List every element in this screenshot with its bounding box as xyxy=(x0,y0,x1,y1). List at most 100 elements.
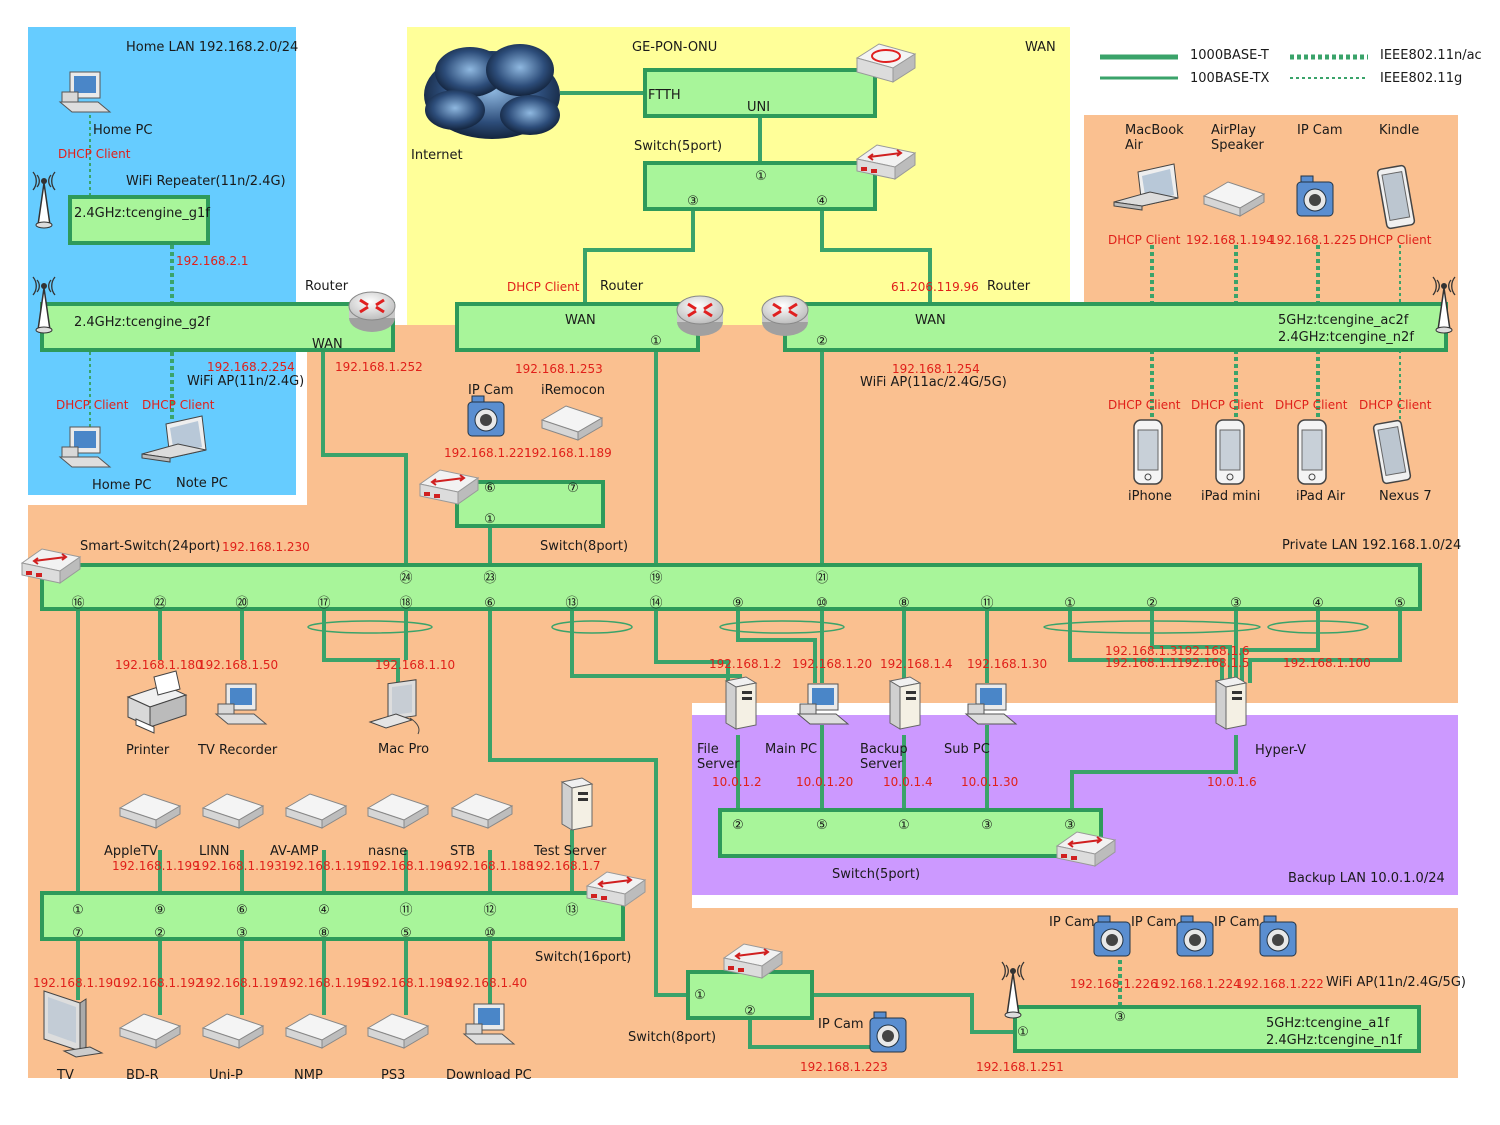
switch8-top-port-6: ⑥ xyxy=(484,481,496,496)
macbook-air-icon xyxy=(1113,163,1179,211)
legend-fast: 100BASE-TX xyxy=(1190,71,1270,86)
s16-port-top-1: ① xyxy=(72,903,84,918)
router-left-wan: WAN xyxy=(565,313,596,328)
stb-ip: 192.168.1.188 xyxy=(446,859,534,873)
ipad-mini-label: iPad mini xyxy=(1201,489,1261,504)
home-pc-bottom-dhcp: DHCP Client xyxy=(56,398,129,412)
home-repeater-antenna-icon xyxy=(32,171,56,229)
switch-8port-bottom-icon xyxy=(723,943,783,979)
smart-port-9: ⑨ xyxy=(732,596,744,611)
s16-port-bottom-8: ⑧ xyxy=(318,926,330,941)
backup-port-5: ⑤ xyxy=(816,818,828,833)
bdr-label: BD-R xyxy=(126,1068,159,1083)
ps3-icon xyxy=(367,1013,429,1049)
ap-right-ssid1: 5GHz:tcengine_ac2f xyxy=(1278,313,1409,328)
macpro-label: Mac Pro xyxy=(378,742,430,757)
router-right-label: Router xyxy=(987,279,1031,294)
cable-switch-router-right xyxy=(820,210,932,303)
macbook-ip: DHCP Client xyxy=(1108,233,1181,247)
private-lan-title: Private LAN 192.168.1.0/24 xyxy=(1282,538,1462,553)
main-pc-icon xyxy=(797,683,849,725)
switch-8port-top-icon xyxy=(419,469,479,505)
iremocon-ip: 192.168.1.189 xyxy=(524,446,612,460)
hyper-v-icon xyxy=(1215,676,1247,730)
backup-switch-icon xyxy=(1056,831,1116,867)
home-pc-top-label: Home PC xyxy=(93,123,153,138)
appletv-icon xyxy=(119,793,181,829)
repeater-ssid: 2.4GHz:tcengine_g1f xyxy=(74,206,210,221)
cable-s8b-ipcam xyxy=(748,1018,872,1049)
home-router-label: Router xyxy=(305,279,349,294)
switch16-label: Switch(16port) xyxy=(535,950,632,965)
wifi-ap-right-box xyxy=(783,302,1448,352)
s16-port-top-6: ⑥ xyxy=(236,903,248,918)
smart-port-top-24: ㉔ xyxy=(399,571,413,586)
tv-label: TV xyxy=(57,1068,74,1083)
kindle-icon xyxy=(1376,164,1416,230)
cable-smart-hyperv-5 xyxy=(1248,610,1402,683)
ftth-label: FTTH xyxy=(648,88,681,103)
airplay-label: AirPlay Speaker xyxy=(1211,123,1264,153)
kindle-ip: DHCP Client xyxy=(1359,233,1432,247)
backup-ip: 192.168.1.4 xyxy=(880,657,953,671)
home-pc-bottom-icon xyxy=(59,426,111,468)
macbook-air-label: MacBook Air xyxy=(1125,123,1184,153)
ap-right-label: WiFi AP(11ac/2.4G/5G) xyxy=(860,375,1007,390)
cable-switch-router-left xyxy=(583,210,695,303)
appletv-label: AppleTV xyxy=(104,844,158,859)
smart-switch-ip: 192.168.1.230 xyxy=(222,540,310,554)
smart-port-13: ⑬ xyxy=(565,596,579,611)
smart-port-3: ③ xyxy=(1230,596,1242,611)
lag-hyperv-2 xyxy=(1267,620,1369,634)
tv-icon xyxy=(43,990,104,1058)
av-amp-icon xyxy=(285,793,347,829)
smart-port-top-19: ⑲ xyxy=(649,571,663,586)
router-left-box xyxy=(455,302,700,352)
home-wan-ip: 192.168.1.252 xyxy=(335,360,423,374)
ap-bottom-port-cam: ③ xyxy=(1114,1010,1126,1025)
cable-home-router-wan xyxy=(321,352,408,565)
onu-device-icon xyxy=(855,43,917,83)
smart-switch-box xyxy=(40,563,1422,611)
bd-r-icon xyxy=(119,1013,181,1049)
smart-switch-label: Smart-Switch(24port) xyxy=(80,539,221,554)
smart-port-11: ⑪ xyxy=(980,596,994,611)
nmp-icon xyxy=(285,1013,347,1049)
smart-port-8: ⑧ xyxy=(898,596,910,611)
uni-p-icon xyxy=(202,1013,264,1049)
cable-smart-fileserver-b xyxy=(654,610,730,686)
smart-port-22: ㉒ xyxy=(153,596,167,611)
backup-lan-title: Backup LAN 10.0.1.0/24 xyxy=(1288,871,1445,886)
ap-bottom-ssid1: 5GHz:tcengine_a1f xyxy=(1266,1016,1390,1031)
ipcam-switch8-bottom-icon xyxy=(869,1011,907,1053)
home-router-wan: WAN xyxy=(312,337,343,352)
s8b-port-1: ① xyxy=(694,988,706,1003)
iphone-dhcp: DHCP Client xyxy=(1108,398,1181,412)
ipad-mini-dhcp: DHCP Client xyxy=(1191,398,1264,412)
router-left-label: Router xyxy=(600,279,644,294)
home-pc-bottom-label: Home PC xyxy=(92,478,152,493)
onu-box xyxy=(643,68,877,118)
s16-port-top-9: ⑨ xyxy=(154,903,166,918)
hyperv-ip-2: 192.168.1.6 xyxy=(1177,644,1250,658)
smart-port-16: ⑯ xyxy=(71,596,85,611)
router-right-icon xyxy=(760,294,810,338)
nasne-label: nasne xyxy=(368,844,408,859)
ap-right-lan-ip: 192.168.1.254 xyxy=(892,362,980,376)
mainpc-bip: 10.0.1.20 xyxy=(796,775,854,789)
smart-port-1: ① xyxy=(1064,596,1076,611)
ps3-label: PS3 xyxy=(381,1068,406,1083)
uni-label: UNI xyxy=(747,100,771,115)
mac-pro-icon xyxy=(368,679,420,735)
ap-bottom-cam2-ip: 192.168.1.224 xyxy=(1153,977,1241,991)
ipad-air-label: iPad Air xyxy=(1296,489,1346,504)
switch-16port-box xyxy=(40,891,625,941)
nmp-ip: 192.168.1.195 xyxy=(281,976,369,990)
repeater-label: WiFi Repeater(11n/2.4G) xyxy=(126,174,286,189)
backup-bip: 10.0.1.4 xyxy=(883,775,933,789)
router-right-ip: 61.206.119.96 xyxy=(891,280,979,294)
onu-label: GE-PON-ONU xyxy=(632,40,718,55)
smart-port-2: ② xyxy=(1146,596,1158,611)
